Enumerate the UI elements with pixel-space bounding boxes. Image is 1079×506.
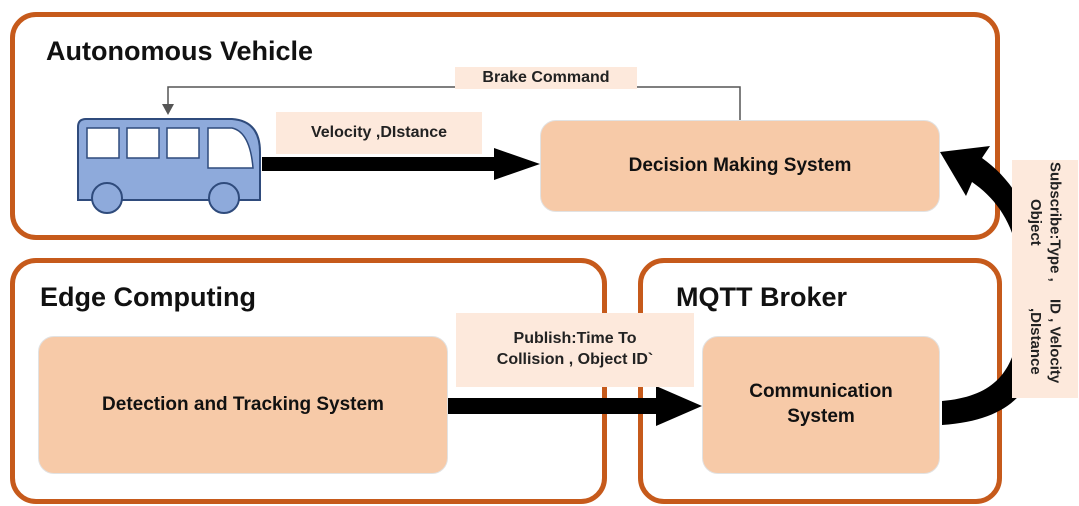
autonomous-vehicle-title: Autonomous Vehicle xyxy=(46,36,314,66)
subscribe-label-line-1: Subscribe:Type , Object xyxy=(1027,162,1064,283)
bus-icon xyxy=(77,118,261,214)
brake-command-arrowhead xyxy=(162,104,174,115)
publish-arrowhead xyxy=(656,386,702,426)
communication-system-line-1: Communication xyxy=(749,381,893,403)
brake-command-label: Brake Command xyxy=(455,67,637,89)
publish-label-line-2: Collision , Object ID` xyxy=(496,351,654,368)
subscribe-label-line-2: ID , Velocity ,DIstance xyxy=(1027,299,1064,384)
publish-label: Publish:Time To Collision , Object ID` xyxy=(456,313,694,387)
publish-arrow-shaft xyxy=(448,398,658,414)
publish-label-line-1: Publish:Time To xyxy=(513,330,637,348)
velocity-distance-label: Velocity ,DIstance xyxy=(276,112,482,154)
brake-command-connector xyxy=(167,86,741,120)
subscribe-label: Subscribe:Type , Object ID , Velocity ,D… xyxy=(1012,160,1078,398)
velocity-arrow-shaft xyxy=(262,157,496,171)
communication-system-line-2: System xyxy=(787,406,855,427)
detection-tracking-system-node: Detection and Tracking System xyxy=(38,336,448,474)
decision-making-system-node: Decision Making System xyxy=(540,120,940,212)
velocity-arrowhead xyxy=(494,148,540,180)
mqtt-broker-title: MQTT Broker xyxy=(676,282,848,312)
edge-computing-title: Edge Computing xyxy=(40,282,256,312)
communication-system-node: Communication System xyxy=(702,336,940,474)
